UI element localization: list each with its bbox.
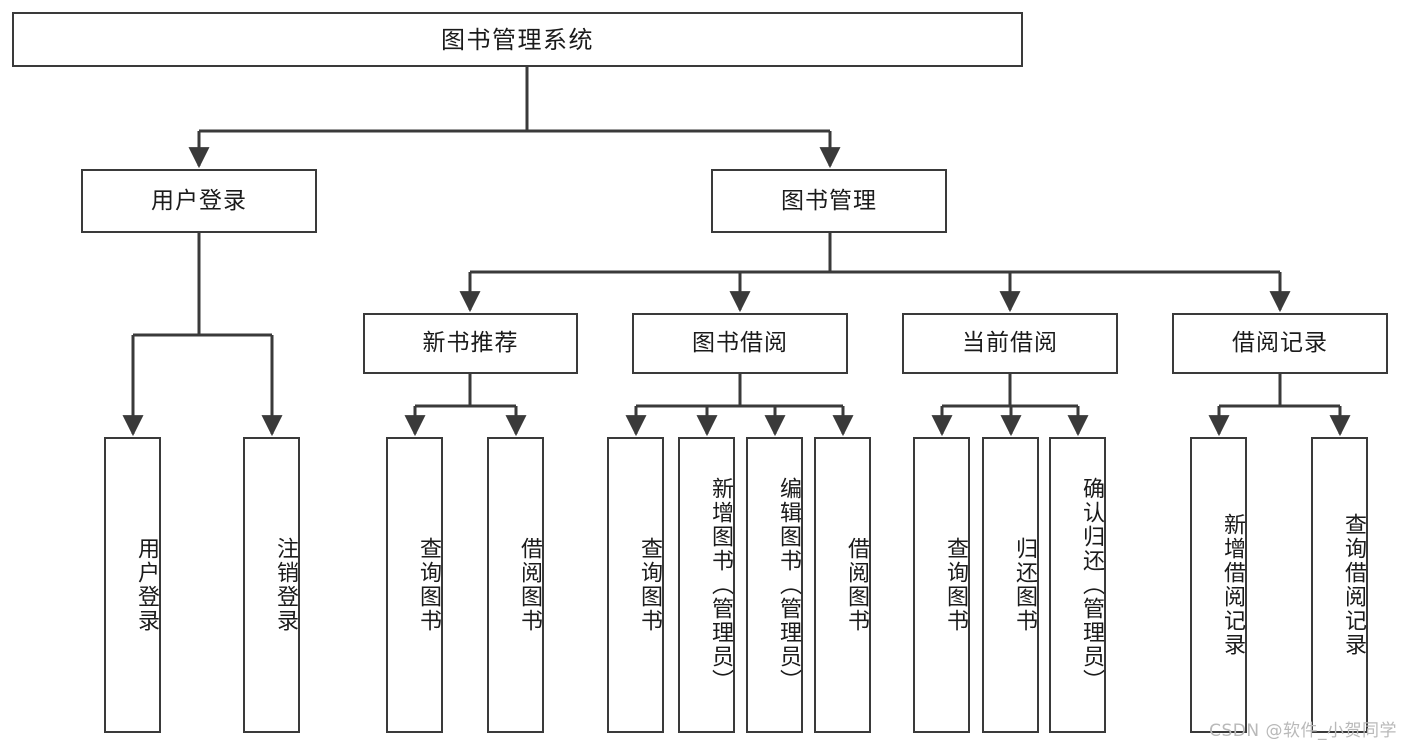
node-current-borrow[interactable]: 当前借阅 [902, 313, 1118, 374]
node-new-book-recommend[interactable]: 新书推荐 [363, 313, 578, 374]
node-root[interactable]: 图书管理系统 [12, 12, 1023, 67]
leaf-logout[interactable]: 注销登录 [243, 437, 300, 733]
leaf-return-books[interactable]: 归还图书 [982, 437, 1039, 733]
leaf-query-books-borrow[interactable]: 查询图书 [607, 437, 664, 733]
leaf-borrow-books-new[interactable]: 借阅图书 [487, 437, 544, 733]
leaf-query-books-current[interactable]: 查询图书 [913, 437, 970, 733]
leaf-user-login[interactable]: 用户登录 [104, 437, 161, 733]
watermark-text: CSDN @软件_小贺同学 [1209, 721, 1397, 741]
node-user-login[interactable]: 用户登录 [81, 169, 317, 233]
leaf-query-books-new[interactable]: 查询图书 [386, 437, 443, 733]
node-book-borrow[interactable]: 图书借阅 [632, 313, 848, 374]
leaf-borrow-books[interactable]: 借阅图书 [814, 437, 871, 733]
leaf-query-borrow-record[interactable]: 查询借阅记录 [1311, 437, 1368, 733]
leaf-add-book-admin[interactable]: 新增图书（管理员） [678, 437, 735, 733]
leaf-edit-book-admin[interactable]: 编辑图书（管理员） [746, 437, 803, 733]
node-book-management[interactable]: 图书管理 [711, 169, 947, 233]
node-borrow-records[interactable]: 借阅记录 [1172, 313, 1388, 374]
leaf-add-borrow-record[interactable]: 新增借阅记录 [1190, 437, 1247, 733]
leaf-confirm-return-admin[interactable]: 确认归还（管理员） [1049, 437, 1106, 733]
